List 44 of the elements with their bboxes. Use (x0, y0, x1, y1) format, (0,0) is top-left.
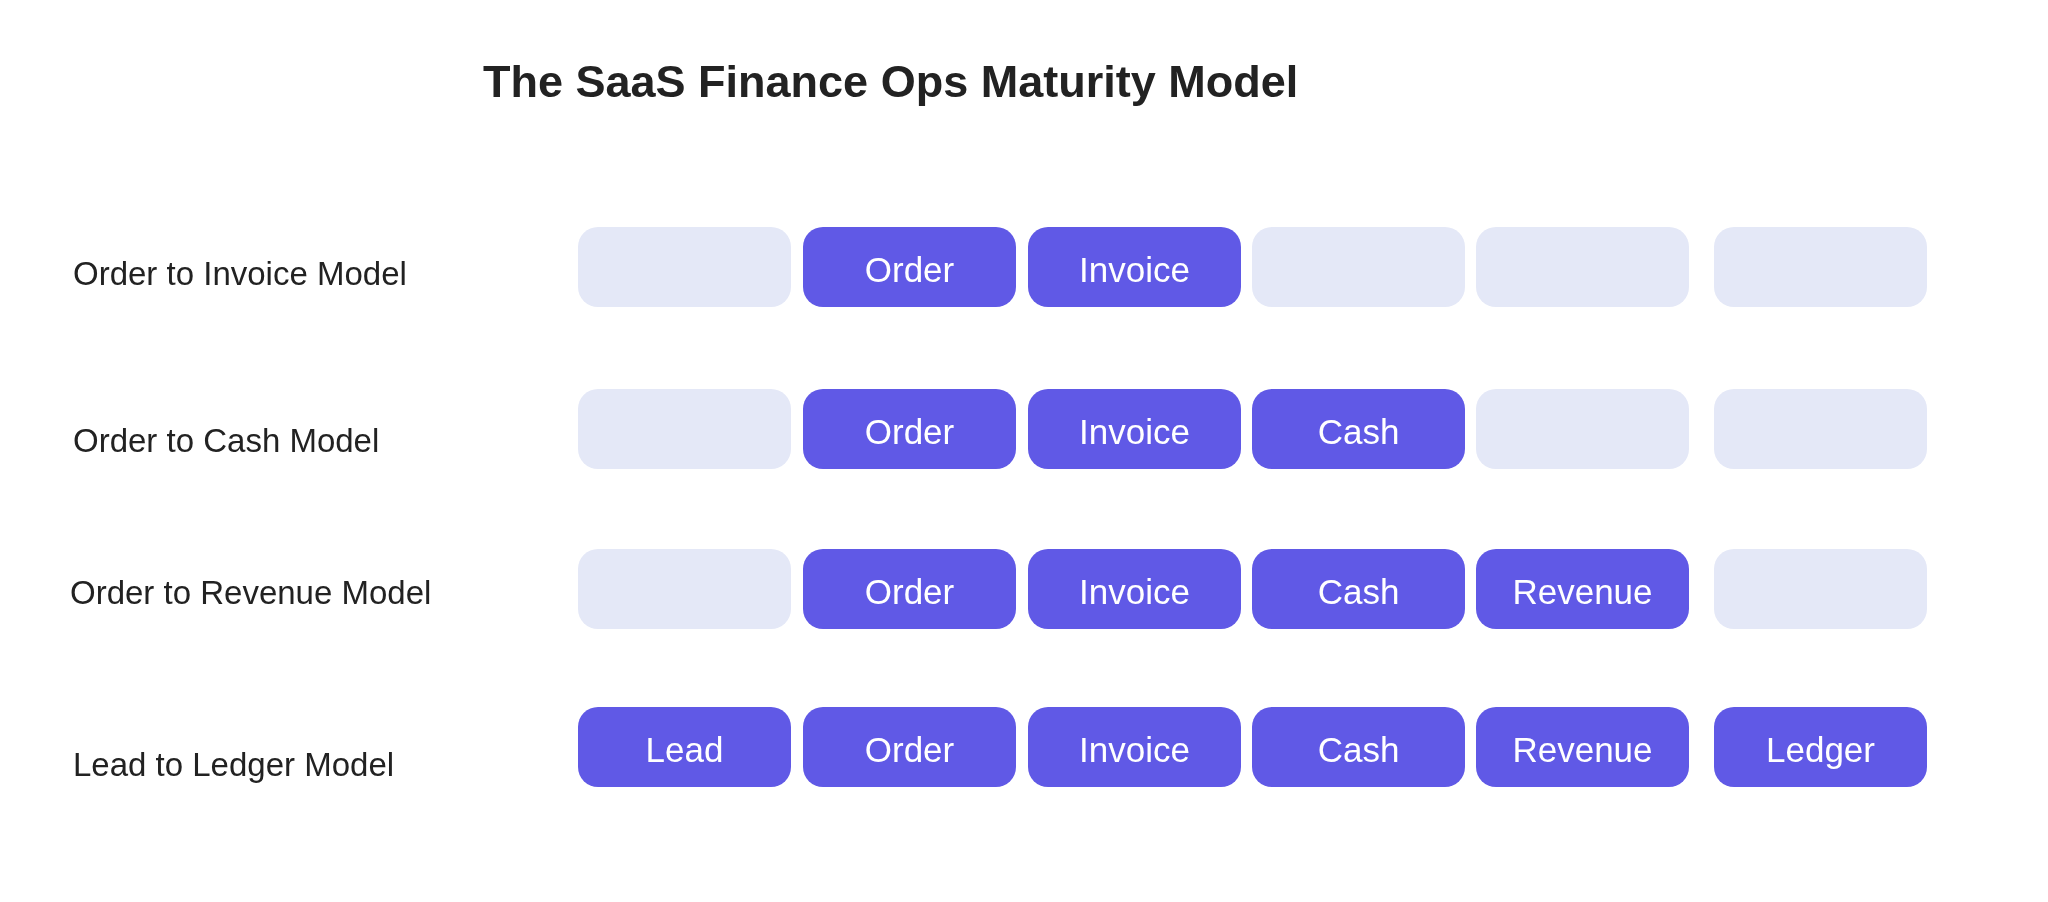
stage-label: Order (864, 249, 955, 291)
stage-box (1028, 227, 1241, 307)
stage-box (803, 549, 1016, 629)
empty-slot (578, 227, 791, 307)
stage-label: Cash (1317, 411, 1400, 453)
stage-label: Order (864, 729, 955, 771)
stage-box (1028, 707, 1241, 787)
row-label: Lead to Ledger Model (73, 745, 395, 785)
stage-label: Order (864, 571, 955, 613)
stage-label: Invoice (1079, 411, 1190, 453)
stage-box (1252, 549, 1465, 629)
stage-box (578, 707, 791, 787)
empty-slot (578, 549, 791, 629)
stage-box (803, 707, 1016, 787)
stage-box (1028, 389, 1241, 469)
stage-label: Revenue (1512, 729, 1653, 771)
stage-box (1476, 707, 1689, 787)
stage-box (803, 389, 1016, 469)
row-label: Order to Cash Model (73, 421, 380, 461)
empty-slot (1252, 227, 1465, 307)
stage-box (803, 227, 1016, 307)
stage-label: Revenue (1512, 571, 1653, 613)
empty-slot (1714, 227, 1927, 307)
stage-label: Invoice (1079, 249, 1190, 291)
stage-label: Invoice (1079, 729, 1190, 771)
stage-box (1252, 389, 1465, 469)
stage-box (1028, 549, 1241, 629)
diagram-title: The SaaS Finance Ops Maturity Model (483, 55, 1299, 109)
empty-slot (1476, 389, 1689, 469)
stage-box (1714, 707, 1927, 787)
empty-slot (578, 389, 791, 469)
stage-box (1252, 707, 1465, 787)
stage-label: Cash (1317, 571, 1400, 613)
empty-slot (1714, 389, 1927, 469)
stage-label: Lead (645, 729, 724, 771)
stage-label: Invoice (1079, 571, 1190, 613)
stage-label: Order (864, 411, 955, 453)
row-label: Order to Revenue Model (70, 573, 432, 613)
stage-label: Ledger (1766, 729, 1875, 771)
empty-slot (1714, 549, 1927, 629)
row-label: Order to Invoice Model (73, 254, 407, 294)
empty-slot (1476, 227, 1689, 307)
stage-label: Cash (1317, 729, 1400, 771)
stage-box (1476, 549, 1689, 629)
